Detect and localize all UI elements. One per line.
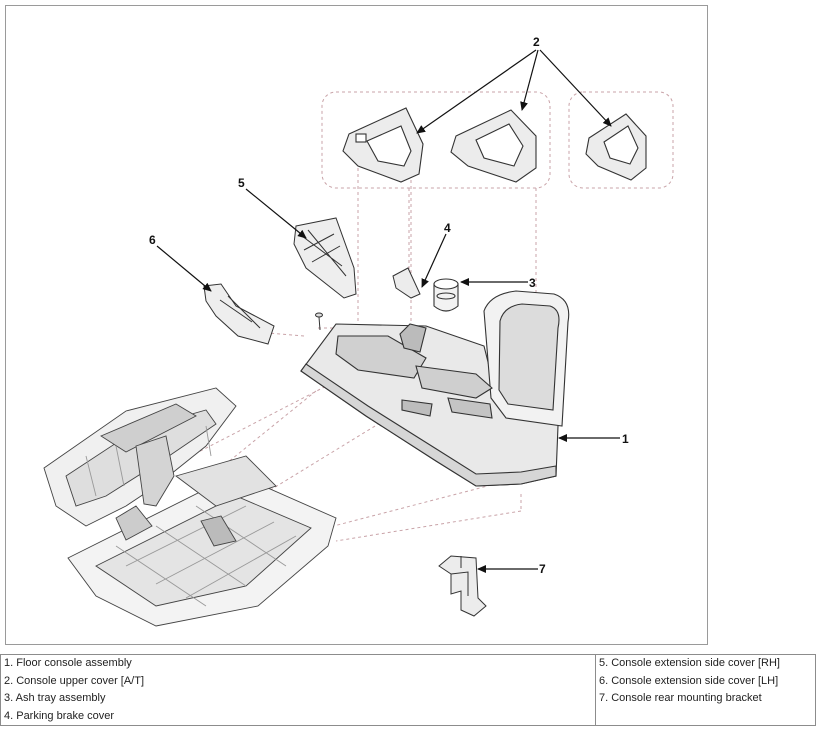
callout-5: 5 (238, 176, 245, 190)
console-rear-mounting-bracket-icon (438, 555, 487, 617)
callout-leaders (156, 49, 620, 573)
vehicle-floor-and-dashboard-icon (43, 387, 337, 627)
console-extension-side-cover-rh-icon (293, 217, 357, 299)
ash-tray-assembly-icon (433, 278, 459, 312)
legend-item-1: 1. Floor console assembly (4, 657, 132, 669)
callout-7: 7 (539, 562, 546, 576)
floor-console-assembly-icon (300, 290, 570, 487)
legend-column-left: 1. Floor console assembly 2. Console upp… (0, 654, 596, 726)
upper-cover-variant-group (321, 91, 674, 189)
legend-item-7: 7. Console rear mounting bracket (599, 692, 762, 704)
parts-legend-table: 1. Floor console assembly 2. Console upp… (0, 654, 816, 726)
console-upper-cover-at-icon (342, 107, 424, 183)
parking-brake-cover-icon (392, 267, 421, 299)
legend-item-5: 5. Console extension side cover [RH] (599, 657, 780, 669)
legend-row: 1. Floor console assembly 2. Console upp… (0, 654, 816, 726)
legend-column-right: 5. Console extension side cover [RH] 6. … (595, 654, 816, 726)
callout-6: 6 (149, 233, 156, 247)
screw-icon (315, 312, 323, 331)
callout-3: 3 (529, 276, 536, 290)
callout-4: 4 (444, 221, 451, 235)
console-upper-cover-variant-b-icon (450, 109, 537, 183)
legend-item-6: 6. Console extension side cover [LH] (599, 674, 779, 687)
legend-item-4: 4. Parking brake cover (4, 709, 115, 722)
callout-2: 2 (533, 35, 540, 49)
exploded-view-diagram: 1 2 3 4 5 6 7 (5, 5, 708, 645)
console-extension-side-cover-lh-icon (203, 283, 275, 345)
callout-1: 1 (622, 432, 629, 446)
console-upper-cover-variant-c-icon (585, 113, 647, 181)
legend-item-2: 2. Console upper cover [A/T] (4, 674, 145, 687)
legend-item-3: 3. Ash tray assembly (4, 692, 106, 704)
